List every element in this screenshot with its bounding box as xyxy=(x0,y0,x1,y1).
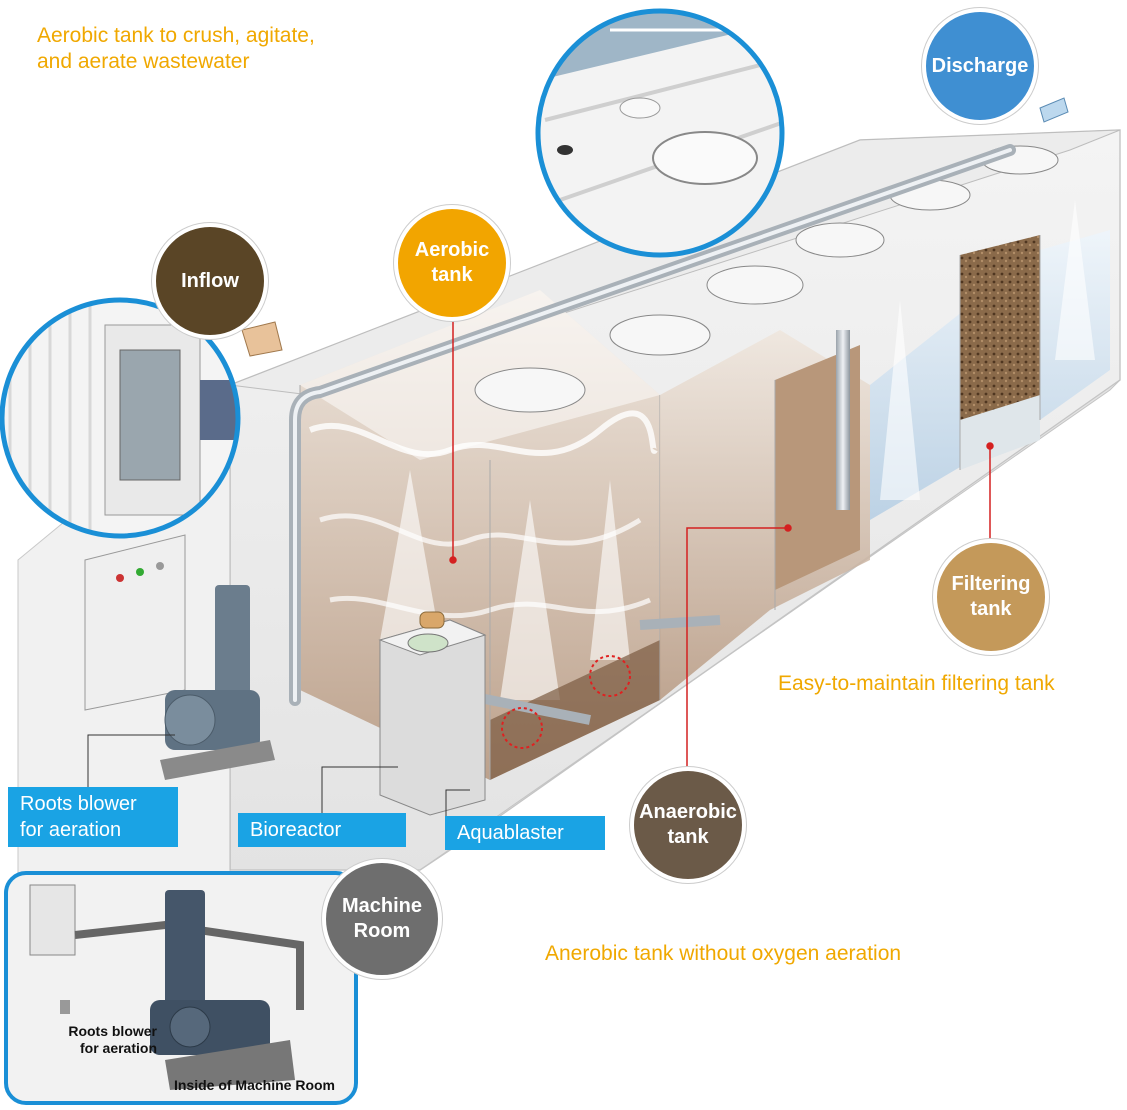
aerobic-tank-bubble: Aerobic tank xyxy=(394,205,510,321)
bioreactor-unit xyxy=(378,611,487,816)
anaerobic-tank-caption: Anerobic tank without oxygen aeration xyxy=(545,942,902,965)
machine-room-equipment xyxy=(84,534,275,780)
filtering-tank-illustration xyxy=(795,145,1110,520)
discharge-bubble: Discharge xyxy=(922,8,1038,124)
machine-room-bubble: Machine Room xyxy=(322,859,442,979)
photo-inside-room-caption: Inside of Machine Room xyxy=(173,1077,335,1093)
roots-blower-label: Roots blower for aeration xyxy=(8,787,178,847)
bioreactor-label: Bioreactor xyxy=(238,813,406,847)
anaerobic-tank-bubble: Anaerobic tank xyxy=(630,767,746,883)
air-pipe xyxy=(289,144,1016,725)
inflow-bubble: Inflow xyxy=(152,223,268,339)
photo-roots-blower-caption: Roots blower for aeration xyxy=(68,1023,157,1056)
filtering-tank-bubble: Filtering tank xyxy=(933,539,1049,655)
anaerobic-tank-illustration xyxy=(660,265,870,700)
nozzle-highlight xyxy=(501,707,543,749)
aquablaster-label: Aquablaster xyxy=(445,816,605,850)
aerobic-tank-caption: Aerobic tank to crush, agitate, and aera… xyxy=(37,24,315,73)
filtering-tank-caption: Easy-to-maintain filtering tank xyxy=(778,672,1055,695)
machine-room-photo xyxy=(4,871,358,1105)
leader-lines xyxy=(449,300,994,768)
discharge-fitting xyxy=(1039,97,1069,123)
inflow-fitting xyxy=(241,321,283,357)
container-door-photo xyxy=(0,297,241,539)
nozzle-highlight xyxy=(589,655,631,697)
